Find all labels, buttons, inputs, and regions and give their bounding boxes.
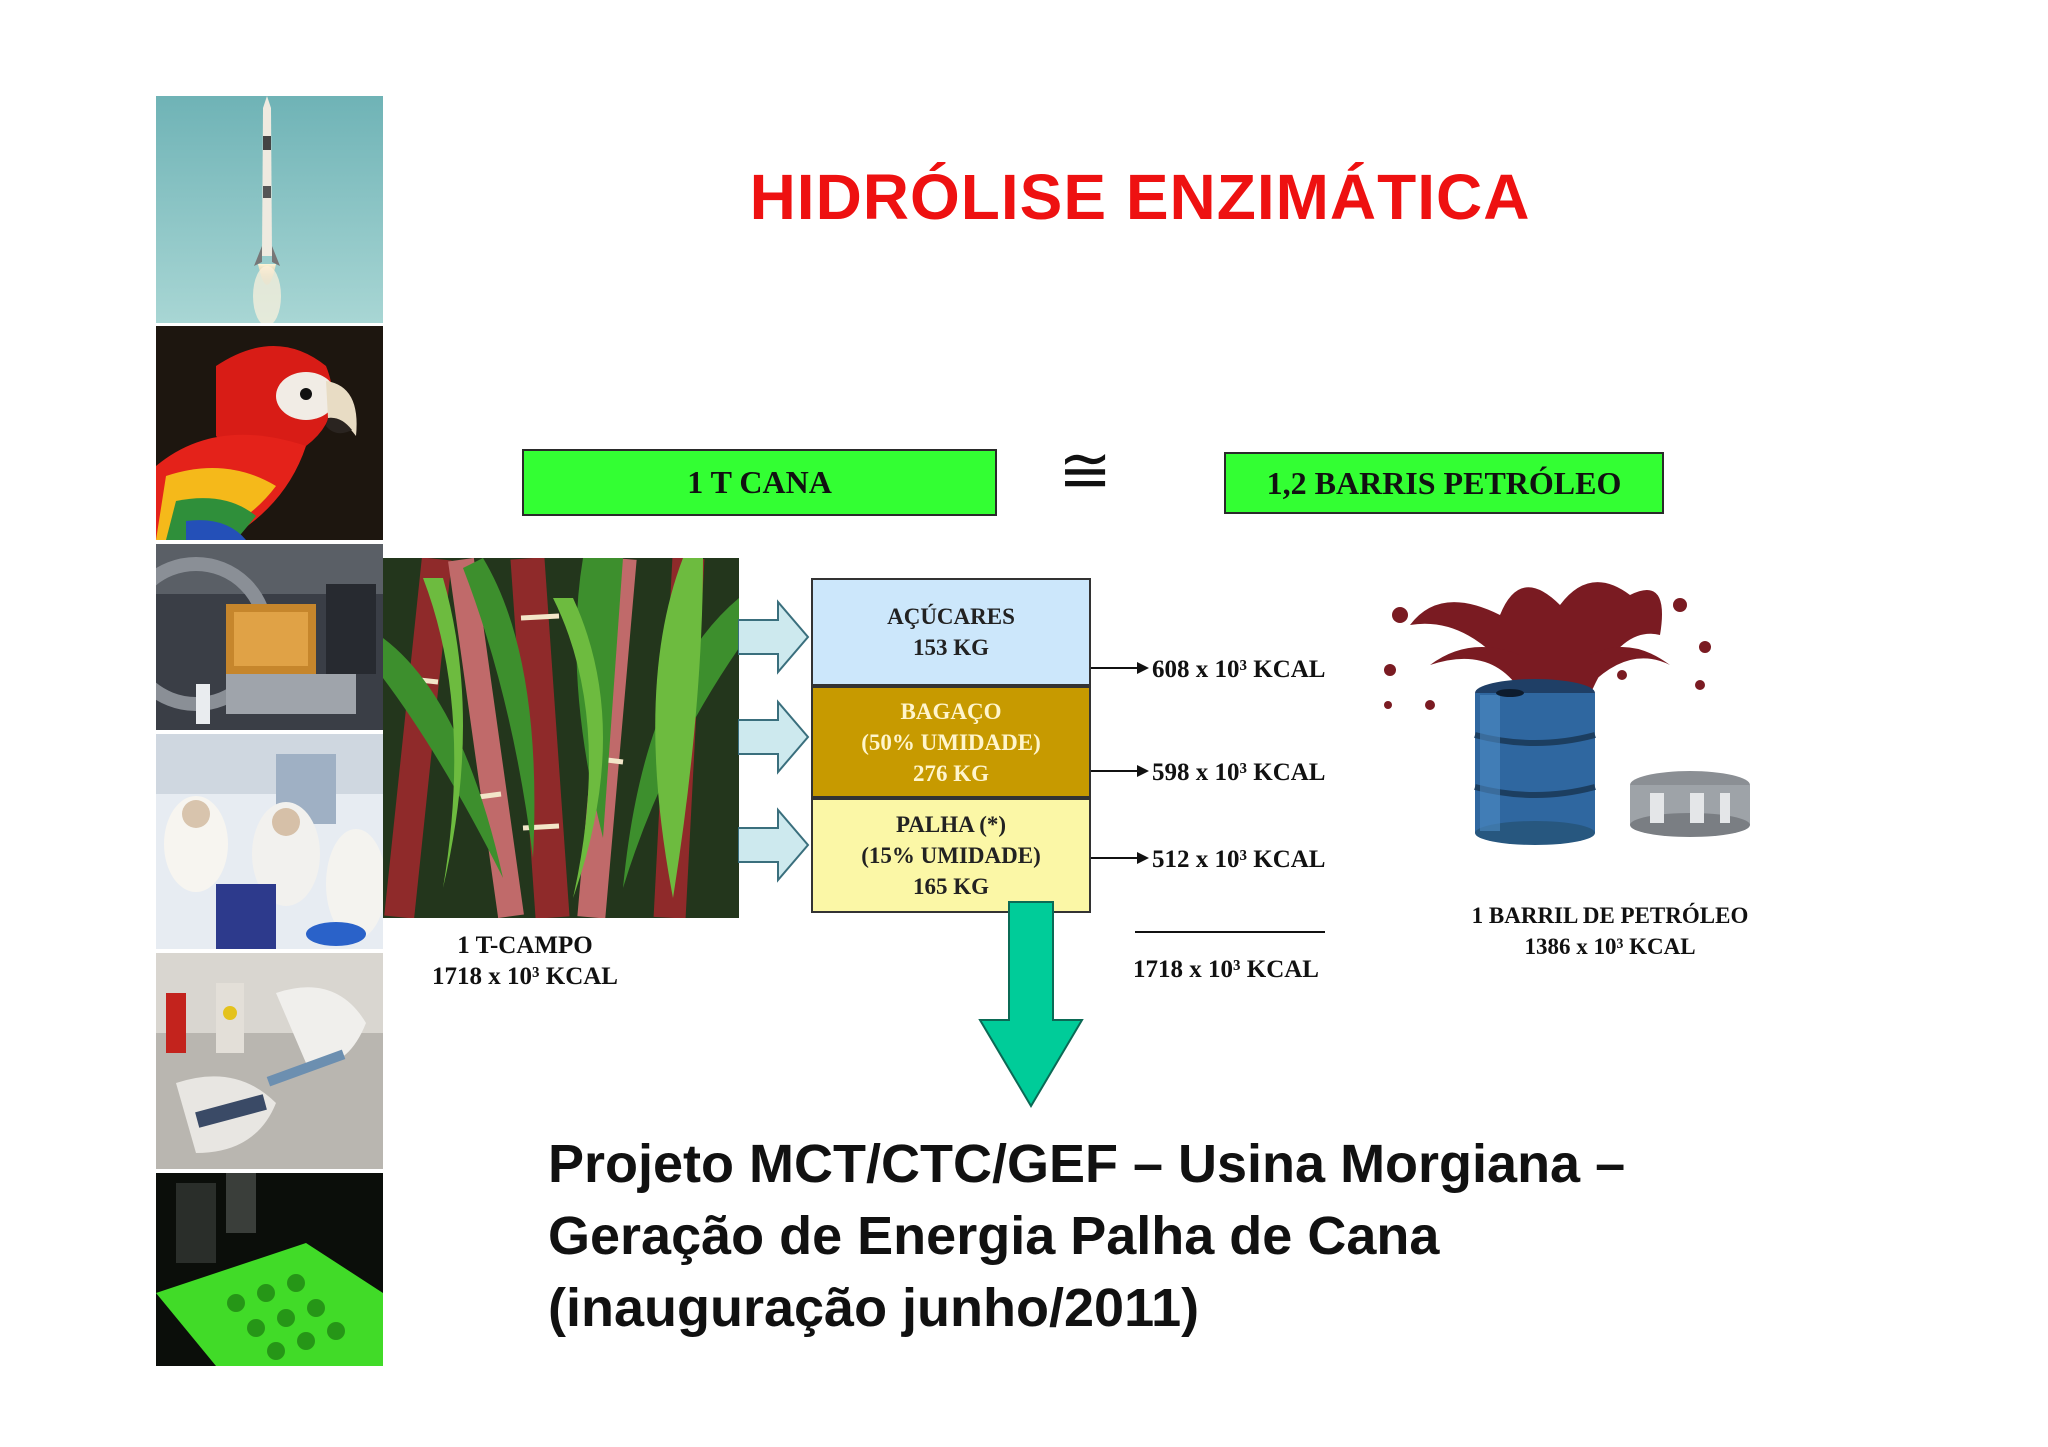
straw-moisture: (15% UMIDADE) xyxy=(861,843,1041,868)
straw-label: PALHA (*) xyxy=(895,812,1007,837)
straw-mass: 165 KG xyxy=(912,874,990,899)
sugars-energy: 608 x 10³ KCAL xyxy=(1152,656,1326,683)
barrel-caption-title: 1 BARRIL DE PETRÓLEO xyxy=(1471,903,1749,928)
field-caption-energy: 1718 x 10³ KCAL xyxy=(432,963,618,990)
arrow-down-icon xyxy=(978,901,1084,1108)
energy-arrow-icon xyxy=(1091,765,1149,777)
bagasse-label: BAGAÇO xyxy=(900,698,1002,724)
project-line-3: (inauguração junho/2011) xyxy=(548,1278,1200,1338)
bagasse-block: BAGAÇO (50% UMIDADE) 276 KG xyxy=(811,686,1091,798)
rocket-launch-photo xyxy=(156,96,383,323)
oil-barrels-box: 1,2 BARRIS PETRÓLEO xyxy=(1224,452,1664,514)
sugars-mass: 153 KG xyxy=(912,635,990,660)
slide-title: HIDRÓLISE ENZIMÁTICA xyxy=(749,161,1531,233)
satellite-assembly-photo xyxy=(156,544,383,730)
field-caption-title: 1 T-CAMPO xyxy=(457,932,593,959)
project-line-1: Projeto MCT/CTC/GEF – Usina Morgiana – xyxy=(548,1134,1626,1194)
bagasse-mass: 276 KG xyxy=(912,760,990,786)
oil-barrel-illustration xyxy=(1370,555,1760,855)
arrow-right-icon xyxy=(738,807,810,883)
laboratory-workers-photo xyxy=(156,734,383,949)
scarlet-macaw-photo xyxy=(156,326,383,540)
energy-arrow-icon xyxy=(1091,852,1149,864)
straw-energy: 512 x 10³ KCAL xyxy=(1152,846,1326,873)
cane-ton-box: 1 T CANA xyxy=(522,449,997,516)
lab-hands-test-tubes-photo xyxy=(156,953,383,1169)
approx-equal-symbol: ≅ xyxy=(1058,435,1112,506)
straw-block: PALHA (*) (15% UMIDADE) 165 KG xyxy=(811,798,1091,913)
field-caption: 1 T-CAMPO 1718 x 10³ KCAL xyxy=(410,930,640,992)
sugarcane-painting xyxy=(383,558,739,918)
sugars-block: AÇÚCARES 153 KG xyxy=(811,578,1091,686)
arrow-right-icon xyxy=(738,599,810,675)
energy-arrow-icon xyxy=(1091,662,1149,674)
green-microplate-photo xyxy=(156,1173,383,1366)
project-line-2: Geração de Energia Palha de Cana xyxy=(548,1206,1440,1266)
bagasse-energy: 598 x 10³ KCAL xyxy=(1152,759,1326,786)
sugars-label: AÇÚCARES xyxy=(887,604,1015,629)
total-energy: 1718 x 10³ KCAL xyxy=(1133,956,1319,983)
bagasse-moisture: (50% UMIDADE) xyxy=(861,729,1041,755)
barrel-caption-energy: 1386 x 10³ KCAL xyxy=(1524,934,1696,959)
sum-line xyxy=(1135,931,1325,933)
barrel-caption: 1 BARRIL DE PETRÓLEO 1386 x 10³ KCAL xyxy=(1440,900,1780,962)
project-description: Projeto MCT/CTC/GEF – Usina Morgiana – G… xyxy=(548,1128,1848,1344)
arrow-right-icon xyxy=(738,699,810,775)
